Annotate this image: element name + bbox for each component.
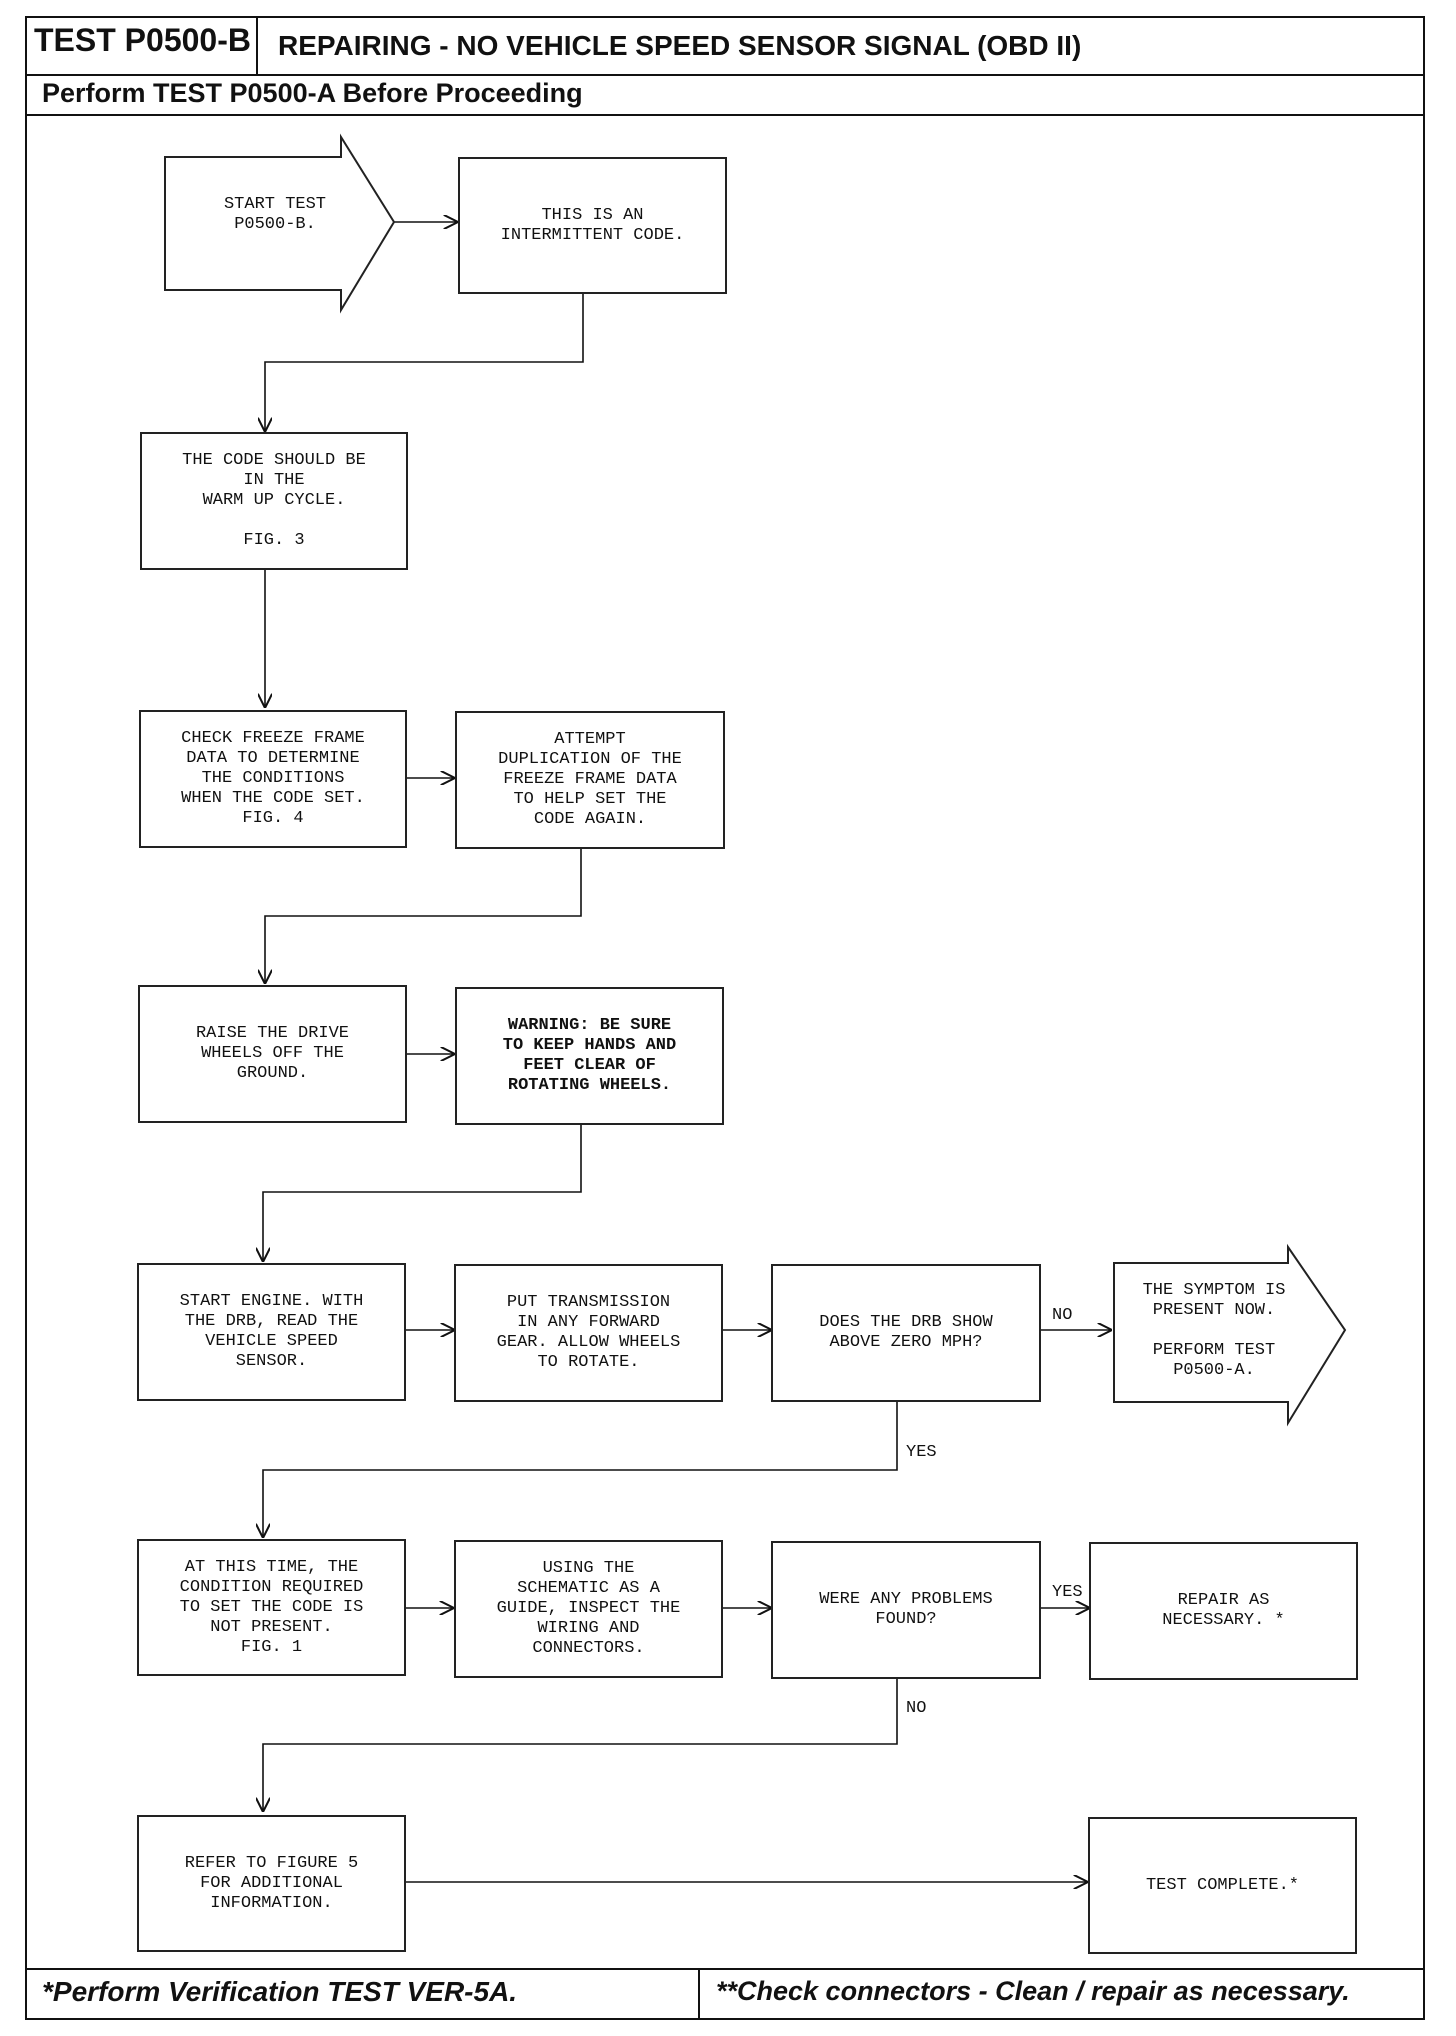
edge-duplicate-raise (265, 848, 582, 984)
edge-label-yes-problems: YES (1052, 1583, 1083, 1602)
node-warmup: THE CODE SHOULD BE IN THE WARM UP CYCLE.… (140, 432, 408, 570)
start-arrow-shape (164, 133, 396, 314)
node-schematic: USING THE SCHEMATIC AS A GUIDE, INSPECT … (454, 1540, 723, 1678)
node-test-complete: TEST COMPLETE.* (1088, 1817, 1357, 1954)
node-schematic-text: USING THE SCHEMATIC AS A GUIDE, INSPECT … (496, 1559, 681, 1658)
edge-drbshow-condition (263, 1402, 898, 1538)
edge-intermittent-warmup (265, 292, 584, 432)
node-put-transmission: PUT TRANSMISSION IN ANY FORWARD GEAR. AL… (454, 1264, 723, 1402)
node-start: START TEST P0500-B. (165, 157, 385, 290)
node-duplicate: ATTEMPT DUPLICATION OF THE FREEZE FRAME … (455, 711, 725, 849)
edge-warning-startengine (263, 1124, 582, 1262)
node-intermittent: THIS IS AN INTERMITTENT CODE. (458, 157, 727, 294)
node-raise-wheels: RAISE THE DRIVE WHEELS OFF THE GROUND. (138, 985, 407, 1123)
node-test-complete-text: TEST COMPLETE.* (1145, 1875, 1300, 1895)
symptom-arrow-shape (1113, 1243, 1347, 1427)
node-start-engine-text: START ENGINE. WITH THE DRB, READ THE VEH… (179, 1292, 364, 1371)
node-intermittent-text: THIS IS AN INTERMITTENT CODE. (500, 205, 685, 245)
node-refer-figure: REFER TO FIGURE 5 FOR ADDITIONAL INFORMA… (137, 1815, 406, 1952)
page-title: REPAIRING - NO VEHICLE SPEED SENSOR SIGN… (278, 30, 1082, 61)
node-freeze-frame-text: CHECK FREEZE FRAME DATA TO DETERMINE THE… (181, 729, 365, 828)
node-freeze-frame: CHECK FREEZE FRAME DATA TO DETERMINE THE… (139, 710, 407, 848)
node-repair: REPAIR AS NECESSARY. * (1089, 1542, 1358, 1680)
node-problems-found: WERE ANY PROBLEMS FOUND? (771, 1541, 1041, 1679)
page-subtitle: Perform TEST P0500-A Before Proceeding (42, 78, 583, 108)
node-warning: WARNING: BE SURE TO KEEP HANDS AND FEET … (455, 987, 724, 1125)
footer-divider (698, 1968, 700, 2020)
edge-label-no-problems: NO (906, 1699, 927, 1718)
node-symptom: THE SYMPTOM IS PRESENT NOW. PERFORM TEST… (1114, 1263, 1314, 1402)
edge-problems-refer (263, 1678, 898, 1812)
node-warning-text: WARNING: BE SURE TO KEEP HANDS AND FEET … (502, 1016, 677, 1095)
node-warmup-text: THE CODE SHOULD BE IN THE WARM UP CYCLE.… (182, 451, 366, 550)
node-drb-show: DOES THE DRB SHOW ABOVE ZERO MPH? (771, 1264, 1041, 1402)
subtitle-row (25, 74, 1425, 116)
node-symptom-text: THE SYMPTOM IS PRESENT NOW. PERFORM TEST… (1142, 1281, 1286, 1380)
node-duplicate-text: ATTEMPT DUPLICATION OF THE FREEZE FRAME … (498, 730, 682, 829)
node-repair-text: REPAIR AS NECESSARY. * (1162, 1591, 1285, 1630)
node-start-text: START TEST P0500-B. (223, 195, 327, 234)
node-raise-wheels-text: RAISE THE DRIVE WHEELS OFF THE GROUND. (195, 1024, 350, 1083)
node-refer-figure-text: REFER TO FIGURE 5 FOR ADDITIONAL INFORMA… (184, 1853, 359, 1913)
test-id: TEST P0500-B (34, 22, 251, 58)
node-condition: AT THIS TIME, THE CONDITION REQUIRED TO … (137, 1539, 406, 1676)
node-problems-found-text: WERE ANY PROBLEMS FOUND? (819, 1590, 993, 1629)
footer-row (25, 1968, 1425, 2020)
edge-label-no-drb: NO (1052, 1306, 1073, 1325)
footer-note-right: **Check connectors - Clean / repair as n… (716, 1976, 1350, 2006)
node-start-engine: START ENGINE. WITH THE DRB, READ THE VEH… (137, 1263, 406, 1401)
footer-note-left: *Perform Verification TEST VER-5A. (42, 1976, 518, 2007)
node-drb-show-text: DOES THE DRB SHOW ABOVE ZERO MPH? (819, 1313, 993, 1352)
edge-label-yes-drb: YES (906, 1443, 937, 1462)
node-condition-text: AT THIS TIME, THE CONDITION REQUIRED TO … (179, 1557, 364, 1657)
node-put-transmission-text: PUT TRANSMISSION IN ANY FORWARD GEAR. AL… (496, 1293, 681, 1372)
